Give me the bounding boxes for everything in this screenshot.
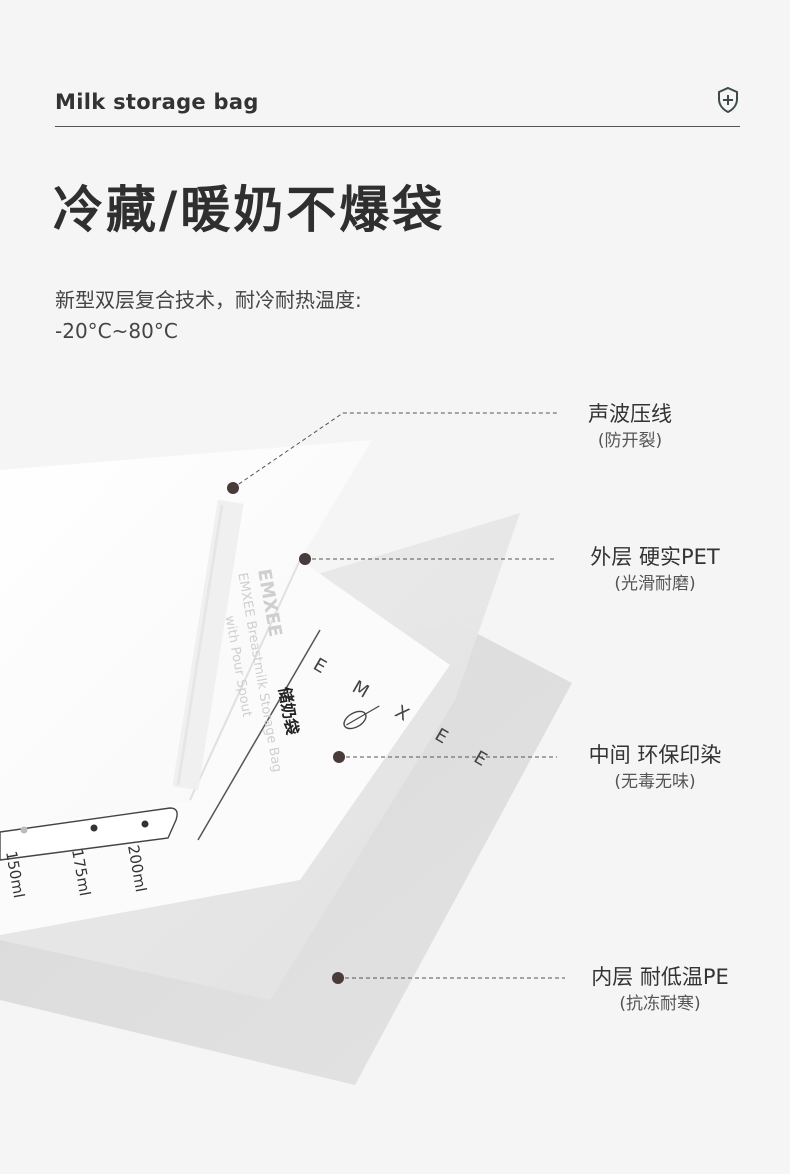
callout-sub: (抗冻耐寒) [619, 994, 701, 1014]
callout-dot-4 [332, 972, 344, 984]
callout-dot-2 [299, 553, 311, 565]
description-line-2: -20°C~80°C [55, 319, 178, 343]
callout-dot-1 [227, 482, 239, 494]
leaf-logo-icon [343, 705, 380, 730]
outer-layer [0, 440, 372, 828]
callout-sub: (防开裂) [597, 431, 663, 451]
callout-sub: (无毒无味) [614, 772, 696, 792]
callout-dot-3 [333, 751, 345, 763]
callout-inner-layer: 内层 耐低温PE (抗冻耐寒) [565, 963, 755, 1017]
page-title: 冷藏/暖奶不爆袋 [53, 181, 446, 239]
callout-outer-layer: 外层 硬实PET (光滑耐磨) [565, 543, 745, 597]
leader-line-1 [232, 412, 557, 489]
callout-sub: (光滑耐磨) [614, 574, 696, 594]
callout-main: 内层 耐低温PE [591, 965, 729, 989]
callout-middle-layer: 中间 环保印染 (无毒无味) [565, 741, 745, 795]
description: 新型双层复合技术，耐冷耐热温度: -20°C~80°C [55, 285, 362, 347]
callout-main: 外层 硬实PET [590, 545, 720, 569]
description-line-1: 新型双层复合技术，耐冷耐热温度: [55, 288, 362, 312]
header-title: Milk storage bag [55, 90, 259, 114]
shield-plus-icon [716, 86, 740, 114]
callout-sonic-seal: 声波压线 (防开裂) [560, 400, 700, 454]
callout-main: 中间 环保印染 [588, 743, 722, 767]
callout-main: 声波压线 [588, 402, 672, 426]
header-divider [55, 126, 740, 127]
header: Milk storage bag [55, 86, 740, 126]
